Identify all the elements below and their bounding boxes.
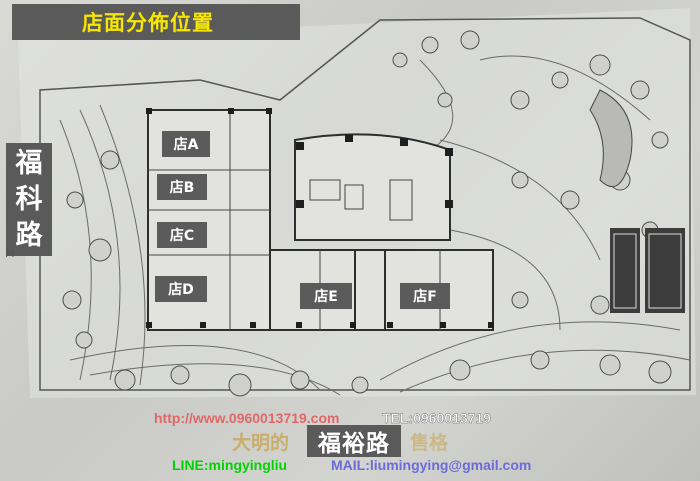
page-title: 店面分佈位置 bbox=[82, 11, 214, 35]
road-label-bottom: 福裕路 bbox=[307, 425, 401, 457]
shop-label-d: 店D bbox=[155, 276, 207, 302]
road-left-char-1: 福 bbox=[15, 147, 43, 179]
margin-note: M bbox=[5, 247, 15, 260]
line-id: LINE:mingyingliu bbox=[172, 457, 288, 473]
website-url: http://www.0960013719.com bbox=[154, 410, 340, 426]
shop-label-c: 店C bbox=[157, 222, 207, 248]
shop-label-f: 店F bbox=[400, 283, 450, 309]
agent-watermark: 大明的 bbox=[232, 432, 290, 454]
shop-label-a: 店A bbox=[162, 131, 210, 157]
agent-watermark-suffix: 售格 bbox=[410, 432, 449, 454]
road-label-left: 福 科 路 bbox=[6, 143, 52, 256]
email-address: MAIL:liumingying@gmail.com bbox=[331, 457, 532, 473]
title-banner: 店面分佈位置 bbox=[12, 4, 300, 40]
shop-label-b: 店B bbox=[157, 174, 207, 200]
road-bottom-text: 福裕路 bbox=[318, 431, 390, 457]
shop-label-e: 店E bbox=[300, 283, 352, 309]
road-left-char-2: 科 bbox=[15, 183, 43, 215]
phone-number: TEL:0960013719 bbox=[382, 410, 491, 426]
road-left-char-3: 路 bbox=[15, 219, 43, 251]
